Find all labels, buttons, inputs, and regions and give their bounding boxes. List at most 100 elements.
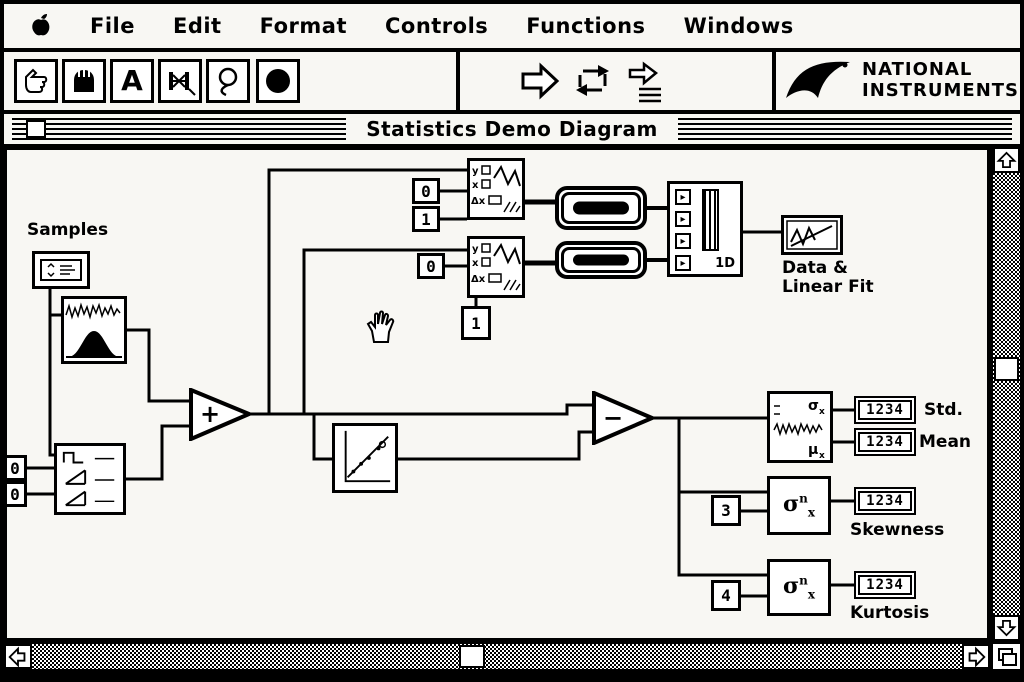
graph-waveform-icon — [786, 220, 838, 250]
numeric-indicator-mean[interactable]: 1234 — [854, 428, 916, 456]
menu-item-format[interactable]: Format — [259, 14, 347, 38]
linear-fit-icon — [344, 430, 391, 483]
scroll-left-button[interactable] — [4, 644, 32, 669]
numeric-indicator-std[interactable]: 1234 — [854, 396, 916, 424]
constant-4[interactable]: 4 — [711, 580, 741, 611]
text-tool-button[interactable]: A — [110, 59, 154, 103]
horizontal-scroll-thumb[interactable] — [459, 645, 485, 668]
operate-tool-button[interactable] — [14, 59, 58, 103]
apple-menu-icon[interactable] — [30, 11, 52, 42]
left-arrow-icon — [8, 645, 26, 668]
step-icon — [628, 61, 661, 103]
wire[interactable] — [267, 168, 467, 414]
menu-item-file[interactable]: File — [90, 14, 135, 38]
std-mean-node[interactable]: σ x μ x — [767, 391, 833, 463]
constant-1-top[interactable]: 1 — [412, 206, 440, 232]
window-resize-handle[interactable] — [990, 641, 1020, 669]
svg-text:σ: σ — [808, 398, 819, 414]
scroll-right-button[interactable] — [962, 644, 990, 669]
step-button[interactable] — [624, 59, 670, 103]
menu-item-functions[interactable]: Functions — [526, 14, 646, 38]
std-mean-icon: σ x μ x — [773, 398, 825, 460]
samples-control[interactable] — [32, 251, 90, 289]
graph-label-line2: Linear Fit — [782, 277, 874, 297]
constant-0-mid[interactable]: 0 — [417, 253, 445, 279]
logo-text-line2: INSTRUMENTS — [862, 80, 1019, 101]
skewness-label: Skewness — [850, 520, 945, 540]
color-tool-button[interactable] — [256, 59, 300, 103]
linear-fit-node[interactable] — [332, 423, 398, 493]
lasso-icon — [218, 67, 238, 97]
toolbar-divider — [456, 52, 460, 110]
pattern-generator-node[interactable] — [54, 443, 126, 515]
build-array-node[interactable]: ▸ ▸ ▸ ▸ 1D — [667, 181, 743, 277]
numeric-indicator-kurtosis[interactable]: 1234 — [854, 571, 916, 599]
wire[interactable] — [677, 418, 767, 577]
graph-indicator[interactable] — [781, 215, 843, 255]
national-instruments-logo: NATIONAL INSTRUMENTS — [782, 56, 1019, 104]
svg-text:y: y — [472, 244, 479, 255]
waveform-minmax-node-1[interactable]: y x Δx — [467, 158, 525, 220]
menu-item-windows[interactable]: Windows — [683, 14, 794, 38]
array-element-cell: ▸ — [675, 233, 691, 249]
close-box[interactable] — [26, 120, 46, 138]
constant-0-top[interactable]: 0 — [412, 178, 440, 204]
pointing-finger-icon — [25, 68, 48, 93]
constant-1-mid[interactable]: 1 — [461, 306, 491, 340]
array-stripe-icon — [702, 189, 719, 251]
constant-3[interactable]: 3 — [711, 495, 741, 526]
wire[interactable] — [126, 424, 189, 481]
vertical-scrollbar[interactable] — [990, 147, 1020, 641]
wire[interactable] — [251, 403, 592, 416]
array-element-cell: ▸ — [675, 189, 691, 205]
run-button[interactable] — [516, 59, 562, 103]
wire[interactable] — [398, 430, 592, 461]
lasso-tool-button[interactable] — [206, 59, 250, 103]
edge-constant-a[interactable]: 0 — [7, 455, 27, 481]
bundle-pill — [573, 254, 629, 266]
wire[interactable] — [302, 248, 467, 414]
down-arrow-icon — [996, 620, 1017, 637]
menu-item-controls[interactable]: Controls — [384, 14, 489, 38]
noise-histogram-icon — [65, 302, 122, 358]
menu-item-edit[interactable]: Edit — [172, 14, 222, 38]
wiring-tool-button[interactable] — [158, 59, 202, 103]
svg-text:Δx: Δx — [471, 274, 486, 285]
waveform-minmax-node-2[interactable]: y x Δx — [467, 236, 525, 298]
std-label: Std. — [924, 400, 963, 420]
edge-constant-b[interactable]: 0 — [7, 481, 27, 507]
window-bottom-border — [4, 669, 1020, 678]
samples-label: Samples — [27, 220, 109, 240]
sigma-glyph: σ — [782, 491, 800, 518]
bundle-node-2[interactable] — [555, 241, 647, 279]
wire[interactable] — [48, 289, 54, 457]
scroll-down-button[interactable] — [993, 615, 1020, 641]
scroll-up-button[interactable] — [993, 147, 1020, 173]
position-tool-button[interactable] — [62, 59, 106, 103]
window-title-bar[interactable]: Statistics Demo Diagram — [4, 114, 1020, 144]
toolbar-divider-2 — [772, 52, 776, 110]
array-element-cell: ▸ — [675, 211, 691, 227]
build-array-label: 1D — [715, 256, 735, 271]
numeric-indicator-skewness[interactable]: 1234 — [854, 487, 916, 515]
noise-generator-node[interactable] — [61, 296, 127, 364]
horizontal-scrollbar[interactable] — [4, 641, 990, 669]
wire[interactable] — [127, 328, 189, 403]
right-arrow-icon — [968, 645, 986, 668]
window-title: Statistics Demo Diagram — [346, 117, 678, 141]
vertical-scroll-thumb[interactable] — [994, 357, 1019, 381]
wire[interactable] — [312, 414, 332, 461]
subtract-node[interactable]: − — [592, 391, 654, 445]
svg-text:x: x — [819, 451, 825, 460]
svg-text:y: y — [472, 166, 479, 177]
menu-bar: File Edit Format Controls Functions Wind… — [4, 4, 1020, 48]
sigma-n-node-skewness[interactable]: σnx — [767, 476, 831, 535]
tool-bar: A — [4, 52, 1020, 110]
continuous-run-button[interactable] — [570, 59, 616, 103]
sigma-n-node-kurtosis[interactable]: σnx — [767, 559, 831, 616]
add-node[interactable]: + — [189, 388, 251, 441]
hand-cursor-icon — [366, 310, 395, 343]
bundle-node-1[interactable] — [555, 186, 647, 230]
diagram-canvas[interactable]: Samples 0 0 — [4, 147, 990, 641]
